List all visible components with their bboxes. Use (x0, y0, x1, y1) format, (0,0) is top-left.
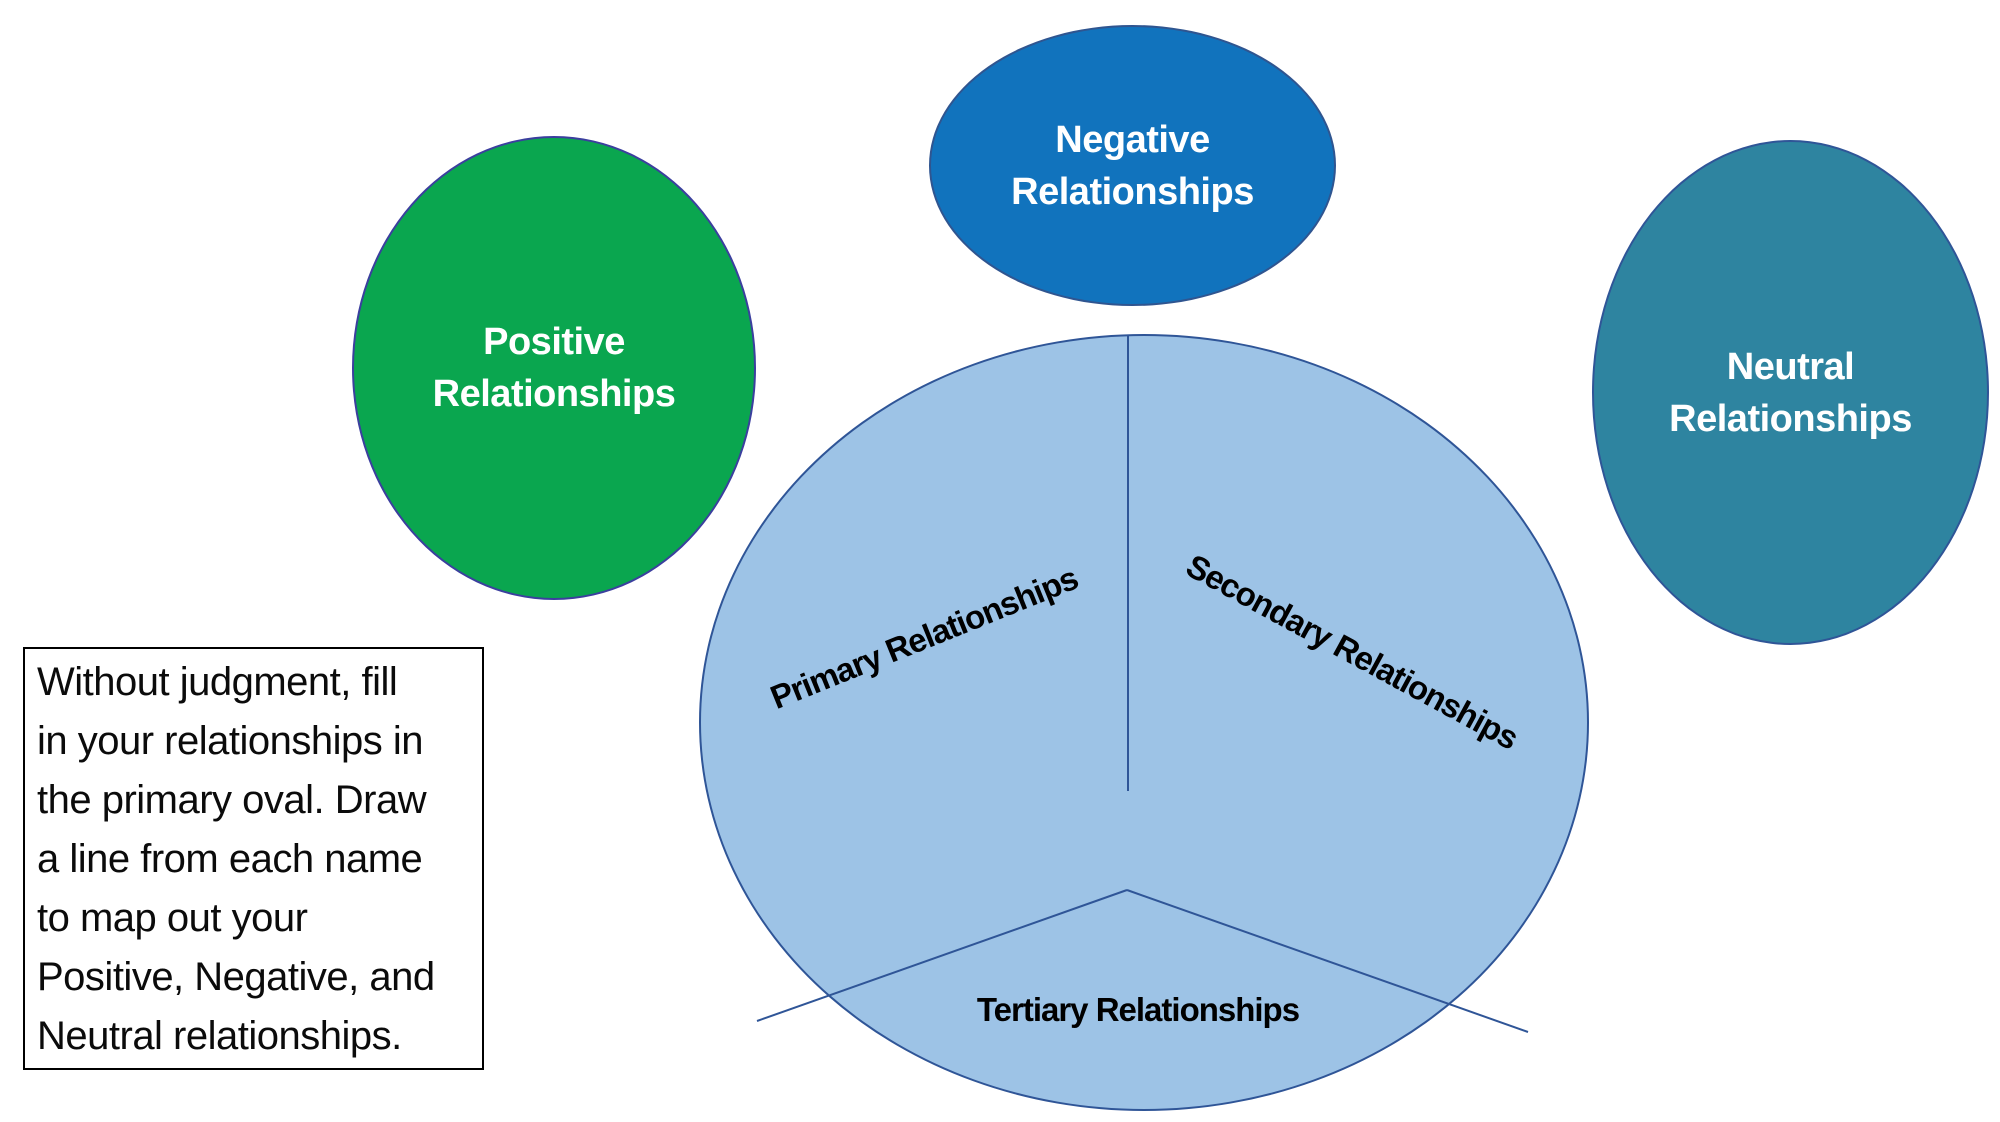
positive-relationships-ellipse: Positive Relationships (352, 136, 756, 600)
negative-relationships-label: Negative Relationships (1011, 118, 1254, 213)
neutral-relationships-ellipse: Neutral Relationships (1592, 140, 1989, 645)
negative-relationships-ellipse: Negative Relationships (929, 25, 1336, 306)
neutral-relationships-label: Neutral Relationships (1669, 345, 1912, 440)
instructions-text: Without judgment, fill in your relations… (37, 660, 435, 1058)
tertiary-section-label: Tertiary Relationships (976, 991, 1300, 1028)
positive-relationships-label: Positive Relationships (432, 321, 676, 415)
instructions-box: Without judgment, fill in your relations… (23, 647, 484, 1070)
